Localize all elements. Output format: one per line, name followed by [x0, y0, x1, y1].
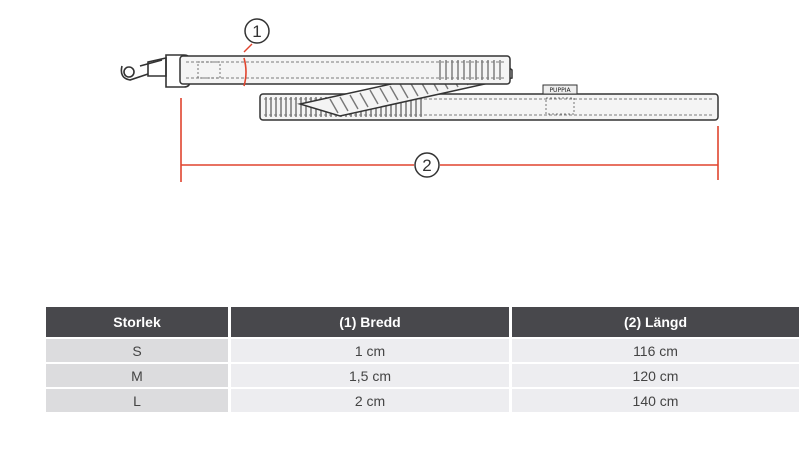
table-header-row: Storlek (1) Bredd (2) Längd — [46, 307, 799, 337]
table-row: L 2 cm 140 cm — [46, 389, 799, 412]
leash-diagram: PUPPIA 1 2 — [120, 18, 719, 182]
width-marker: 1 — [243, 18, 270, 87]
cell-size: M — [46, 364, 228, 387]
cell-length: 116 cm — [512, 339, 799, 362]
cell-length: 140 cm — [512, 389, 799, 412]
upper-strap — [179, 55, 511, 85]
length-marker — [180, 98, 719, 182]
cell-size: L — [46, 389, 228, 412]
header-width: (1) Bredd — [231, 307, 509, 337]
size-table: Storlek (1) Bredd (2) Längd S 1 cm 116 c… — [43, 305, 802, 414]
brand-tag-label: PUPPIA — [549, 87, 571, 94]
cell-width: 1,5 cm — [231, 364, 509, 387]
table-row: S 1 cm 116 cm — [46, 339, 799, 362]
cell-width: 2 cm — [231, 389, 509, 412]
header-length: (2) Längd — [512, 307, 799, 337]
cell-length: 120 cm — [512, 364, 799, 387]
table-row: M 1,5 cm 120 cm — [46, 364, 799, 387]
width-marker-label: 1 — [252, 22, 261, 41]
cell-width: 1 cm — [231, 339, 509, 362]
length-marker-label: 2 — [422, 156, 431, 175]
header-size: Storlek — [46, 307, 228, 337]
cell-size: S — [46, 339, 228, 362]
brand-tag: PUPPIA — [542, 84, 578, 115]
